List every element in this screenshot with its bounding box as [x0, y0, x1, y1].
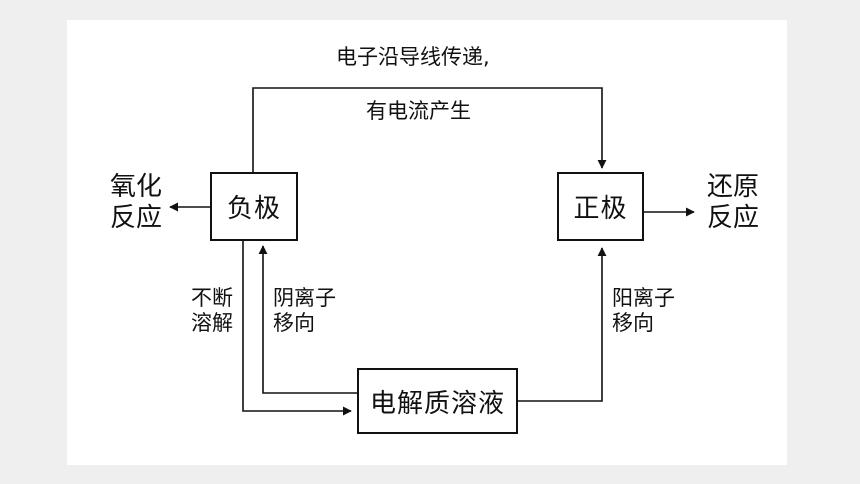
anion-label: 阴离子 移向: [273, 286, 336, 335]
positive-electrode-box: 正极: [557, 172, 644, 241]
cation-label: 阳离子 移向: [612, 286, 675, 335]
reduction-label: 还原 反应: [707, 172, 760, 233]
electrolyte-solution-box: 电解质溶液: [357, 368, 518, 434]
dissolve-arrow: [242, 241, 352, 416]
cation-arrow: [518, 247, 607, 402]
oxidation-label: 氧化 反应: [110, 172, 163, 233]
dissolve-label: 不断 溶解: [191, 286, 233, 335]
anion-arrow: [258, 245, 359, 394]
negative-electrode-box: 负极: [210, 172, 298, 241]
electron-label-line1: 电子沿导线传递,: [336, 45, 490, 69]
electron-label-line2: 有电流产生: [366, 99, 471, 123]
electron-flow-arrow: [252, 87, 607, 172]
